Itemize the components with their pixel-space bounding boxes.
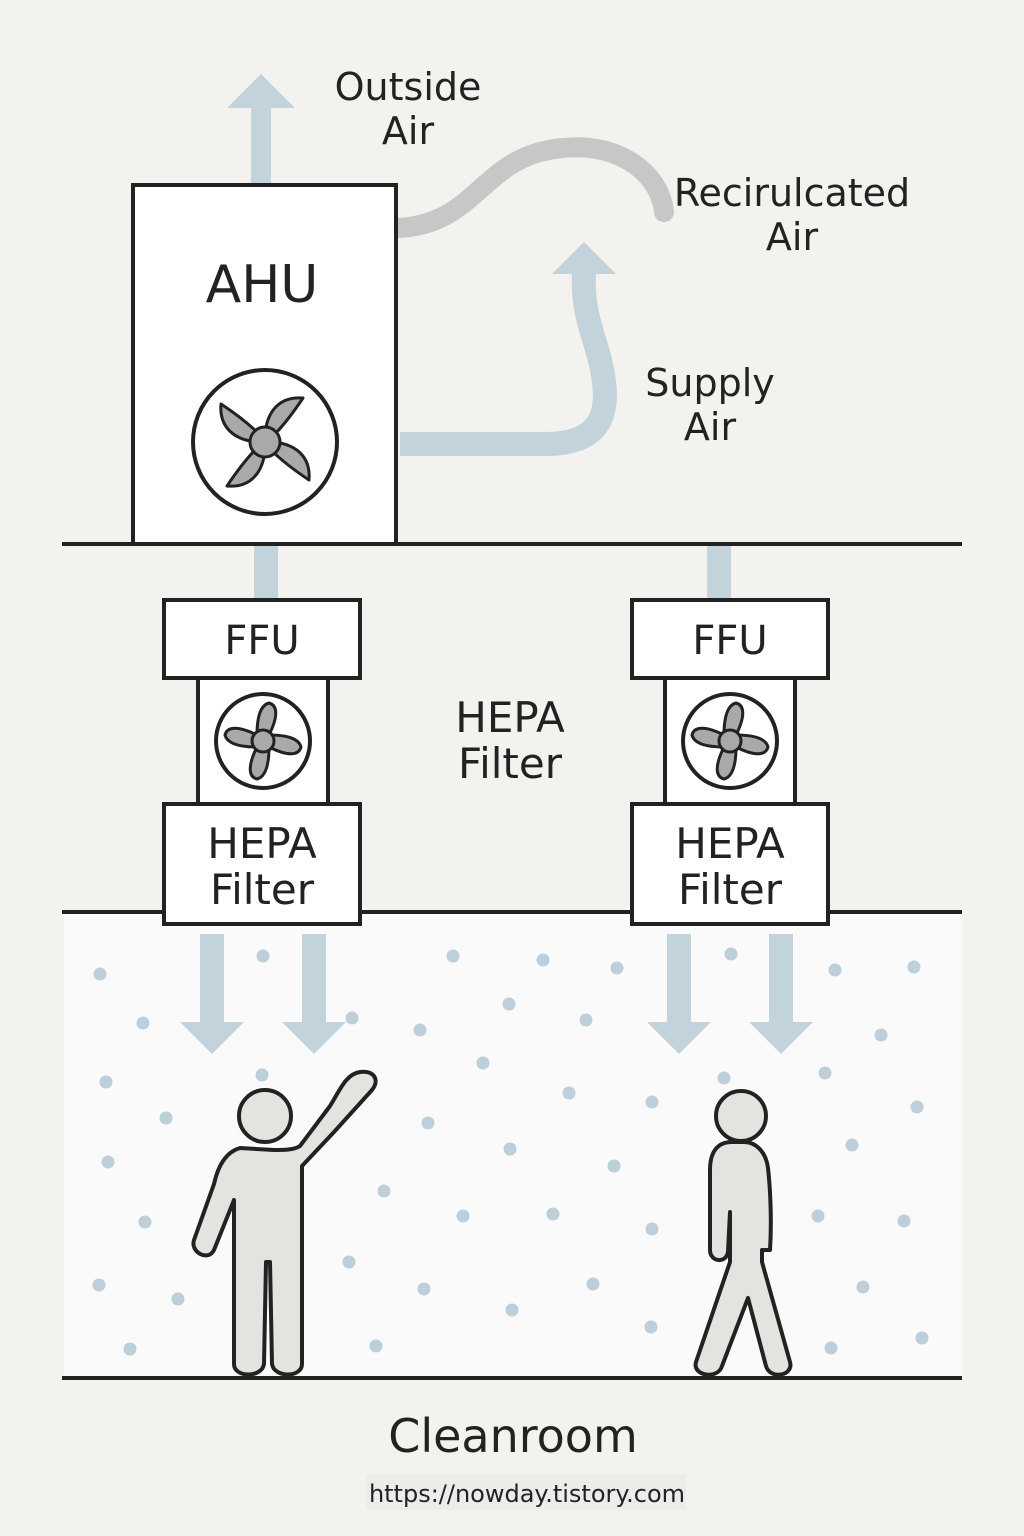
hepa-left-line1: HEPA [207,819,317,868]
hepa-center-line2: Filter [458,739,563,788]
person-icon [693,1089,793,1377]
ahu-label: AHU [206,255,319,315]
particle [824,1341,838,1355]
downflow-arrow [282,934,346,1054]
particle [342,1255,356,1269]
hepa-filter-left [162,802,362,926]
watermark-url: https://nowday.tistory.com [369,1480,685,1508]
cleanroom-label: Cleanroom [388,1409,638,1463]
particle [476,1056,490,1070]
particle [502,997,516,1011]
particle [101,1155,115,1169]
particle [724,947,738,961]
particle [456,1209,470,1223]
particle [828,963,842,977]
supply-air-line1: Supply [645,361,775,405]
particle [159,1111,173,1125]
particle [256,949,270,963]
hepa-center-line1: HEPA [455,693,565,742]
ffu-box-left [162,598,362,680]
particle [645,1222,659,1236]
particle [99,1075,113,1089]
particle [818,1066,832,1080]
particle [897,1214,911,1228]
particle [446,949,460,963]
particle [845,1138,859,1152]
fan-icon [214,692,312,790]
recirculated-air-flow [386,137,674,238]
particle [536,953,550,967]
recirculated-air-line1: Recirulcated [674,171,910,215]
particle [138,1215,152,1229]
particle [856,1280,870,1294]
particle [171,1292,185,1306]
supply-air-arrow [400,242,617,456]
downflow-arrow [749,934,813,1054]
hepa-right-line1: HEPA [675,819,785,868]
recirculated-air-line2: Air [766,215,819,259]
particle [417,1282,431,1296]
particle [505,1303,519,1317]
particle [93,967,107,981]
ffu-stack-left: FFU HEPA Filter [162,598,362,926]
particle [413,1023,427,1037]
particle [915,1331,929,1345]
particle [123,1342,137,1356]
ffu-label-right: FFU [692,618,767,664]
particle [562,1086,576,1100]
particle [910,1100,924,1114]
particle [377,1184,391,1198]
particle [136,1016,150,1030]
fan-icon [681,692,779,790]
particle [607,1159,621,1173]
outside-air-arrow [227,74,295,186]
particle [255,1068,269,1082]
watermark-background [366,1474,686,1510]
duct-left [254,546,278,600]
ffu-stack-right: FFU HEPA Filter [630,598,830,926]
particle [644,1320,658,1334]
particle [610,961,624,975]
particle [546,1207,560,1221]
particle [92,1278,106,1292]
particle [586,1277,600,1291]
supply-air-line2: Air [684,405,737,449]
duct-right [707,546,731,600]
ffu-label-left: FFU [224,618,299,664]
hepa-filter-right [630,802,830,926]
hepa-left-line2: Filter [210,865,315,914]
particle [811,1209,825,1223]
outside-air-line1: Outside [335,65,482,109]
particle [503,1142,517,1156]
particle [717,1071,731,1085]
particle [579,1013,593,1027]
hepa-right-line2: Filter [678,865,783,914]
particle [345,1011,359,1025]
airborne-particles [92,947,929,1356]
downflow-arrow [647,934,711,1054]
fan-icon [191,368,339,516]
particle [874,1028,888,1042]
particle [369,1339,383,1353]
particle [645,1095,659,1109]
downflow-arrow [180,934,244,1054]
particle [907,960,921,974]
ffu-box-right [630,598,830,680]
particle [421,1116,435,1130]
outside-air-line2: Air [382,109,435,153]
person-icon [191,1069,378,1377]
